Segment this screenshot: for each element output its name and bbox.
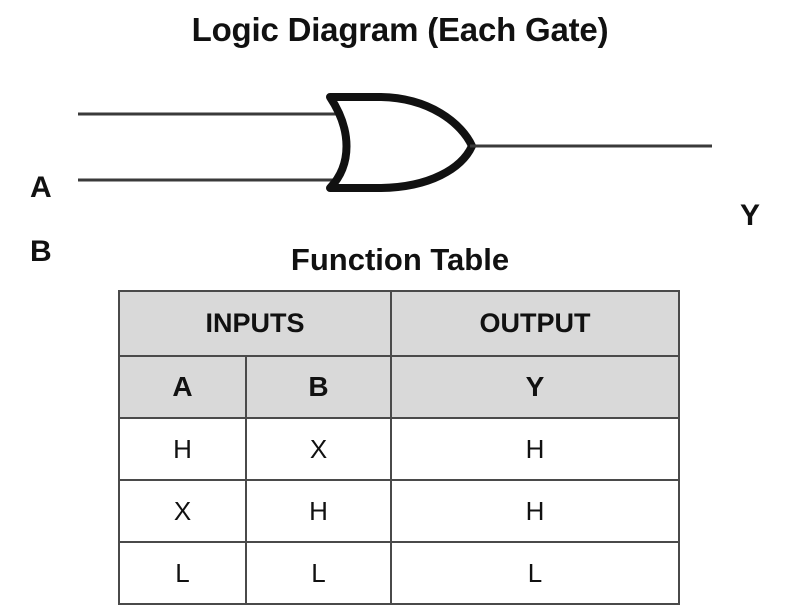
output-label-y: Y bbox=[740, 199, 761, 232]
cell-y: H bbox=[390, 479, 681, 543]
table-column-header-row: A B Y bbox=[118, 355, 681, 419]
page-title: Logic Diagram (Each Gate) bbox=[191, 11, 609, 48]
function-table-title: Function Table bbox=[290, 242, 510, 277]
or-gate-body bbox=[326, 93, 476, 192]
input-label-a: A bbox=[30, 171, 52, 204]
input-label-b: B bbox=[30, 235, 52, 268]
cell-a: H bbox=[118, 417, 247, 481]
table-row: H X H bbox=[118, 417, 681, 481]
logic-diagram: A B Y bbox=[0, 70, 800, 267]
cell-b: X bbox=[244, 417, 393, 481]
group-header-inputs: INPUTS bbox=[117, 290, 393, 357]
cell-y: H bbox=[390, 417, 681, 481]
column-header-y: Y bbox=[390, 355, 681, 419]
cell-b: L bbox=[244, 541, 393, 605]
table-group-header-row: INPUTS OUTPUT bbox=[117, 290, 681, 357]
column-header-a: A bbox=[118, 355, 247, 419]
table-row: L L L bbox=[118, 541, 681, 605]
cell-b: H bbox=[244, 479, 393, 543]
cell-y: L bbox=[390, 541, 681, 605]
cell-a: X bbox=[118, 479, 247, 543]
group-header-output: OUTPUT bbox=[390, 290, 681, 357]
cell-a: L bbox=[118, 541, 247, 605]
column-header-b: B bbox=[244, 355, 393, 419]
table-row: X H H bbox=[118, 479, 681, 543]
or-gate-svg bbox=[78, 93, 712, 192]
function-table: INPUTS OUTPUT A B Y H X H X H H L L bbox=[117, 290, 681, 605]
